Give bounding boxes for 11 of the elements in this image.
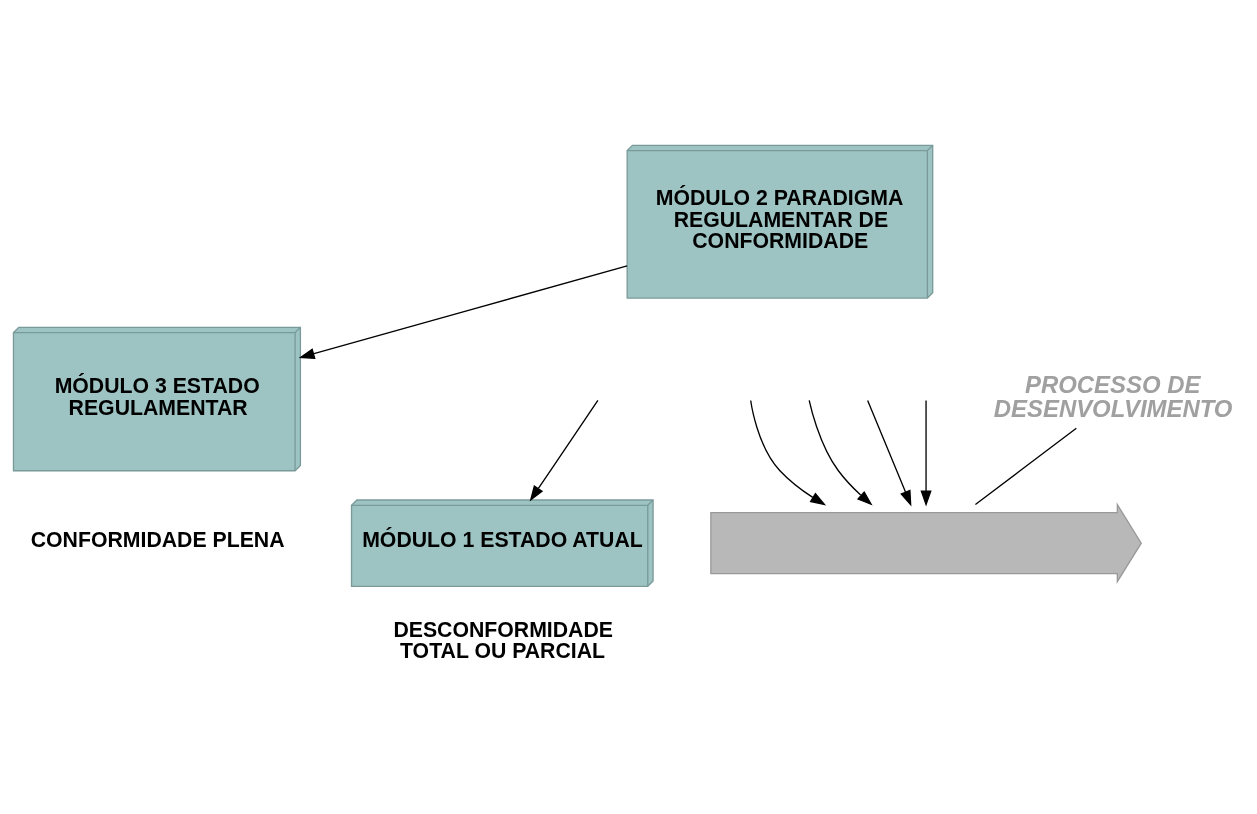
arrow: [298, 265, 628, 360]
node-label: CONFORMIDADE PLENA: [30, 527, 285, 552]
node-text: PROCESSO DE DESENVOLVIMENTO: [993, 370, 1233, 422]
node-arrow: [710, 502, 1143, 584]
node-label: DESCONFORMIDADE TOTAL OU PARCIAL: [393, 617, 613, 663]
connector: [974, 427, 1077, 506]
arrow: [920, 399, 932, 507]
arrow: [866, 399, 912, 507]
arrow: [750, 399, 827, 506]
arrow: [808, 399, 873, 506]
arrow: [529, 399, 599, 502]
